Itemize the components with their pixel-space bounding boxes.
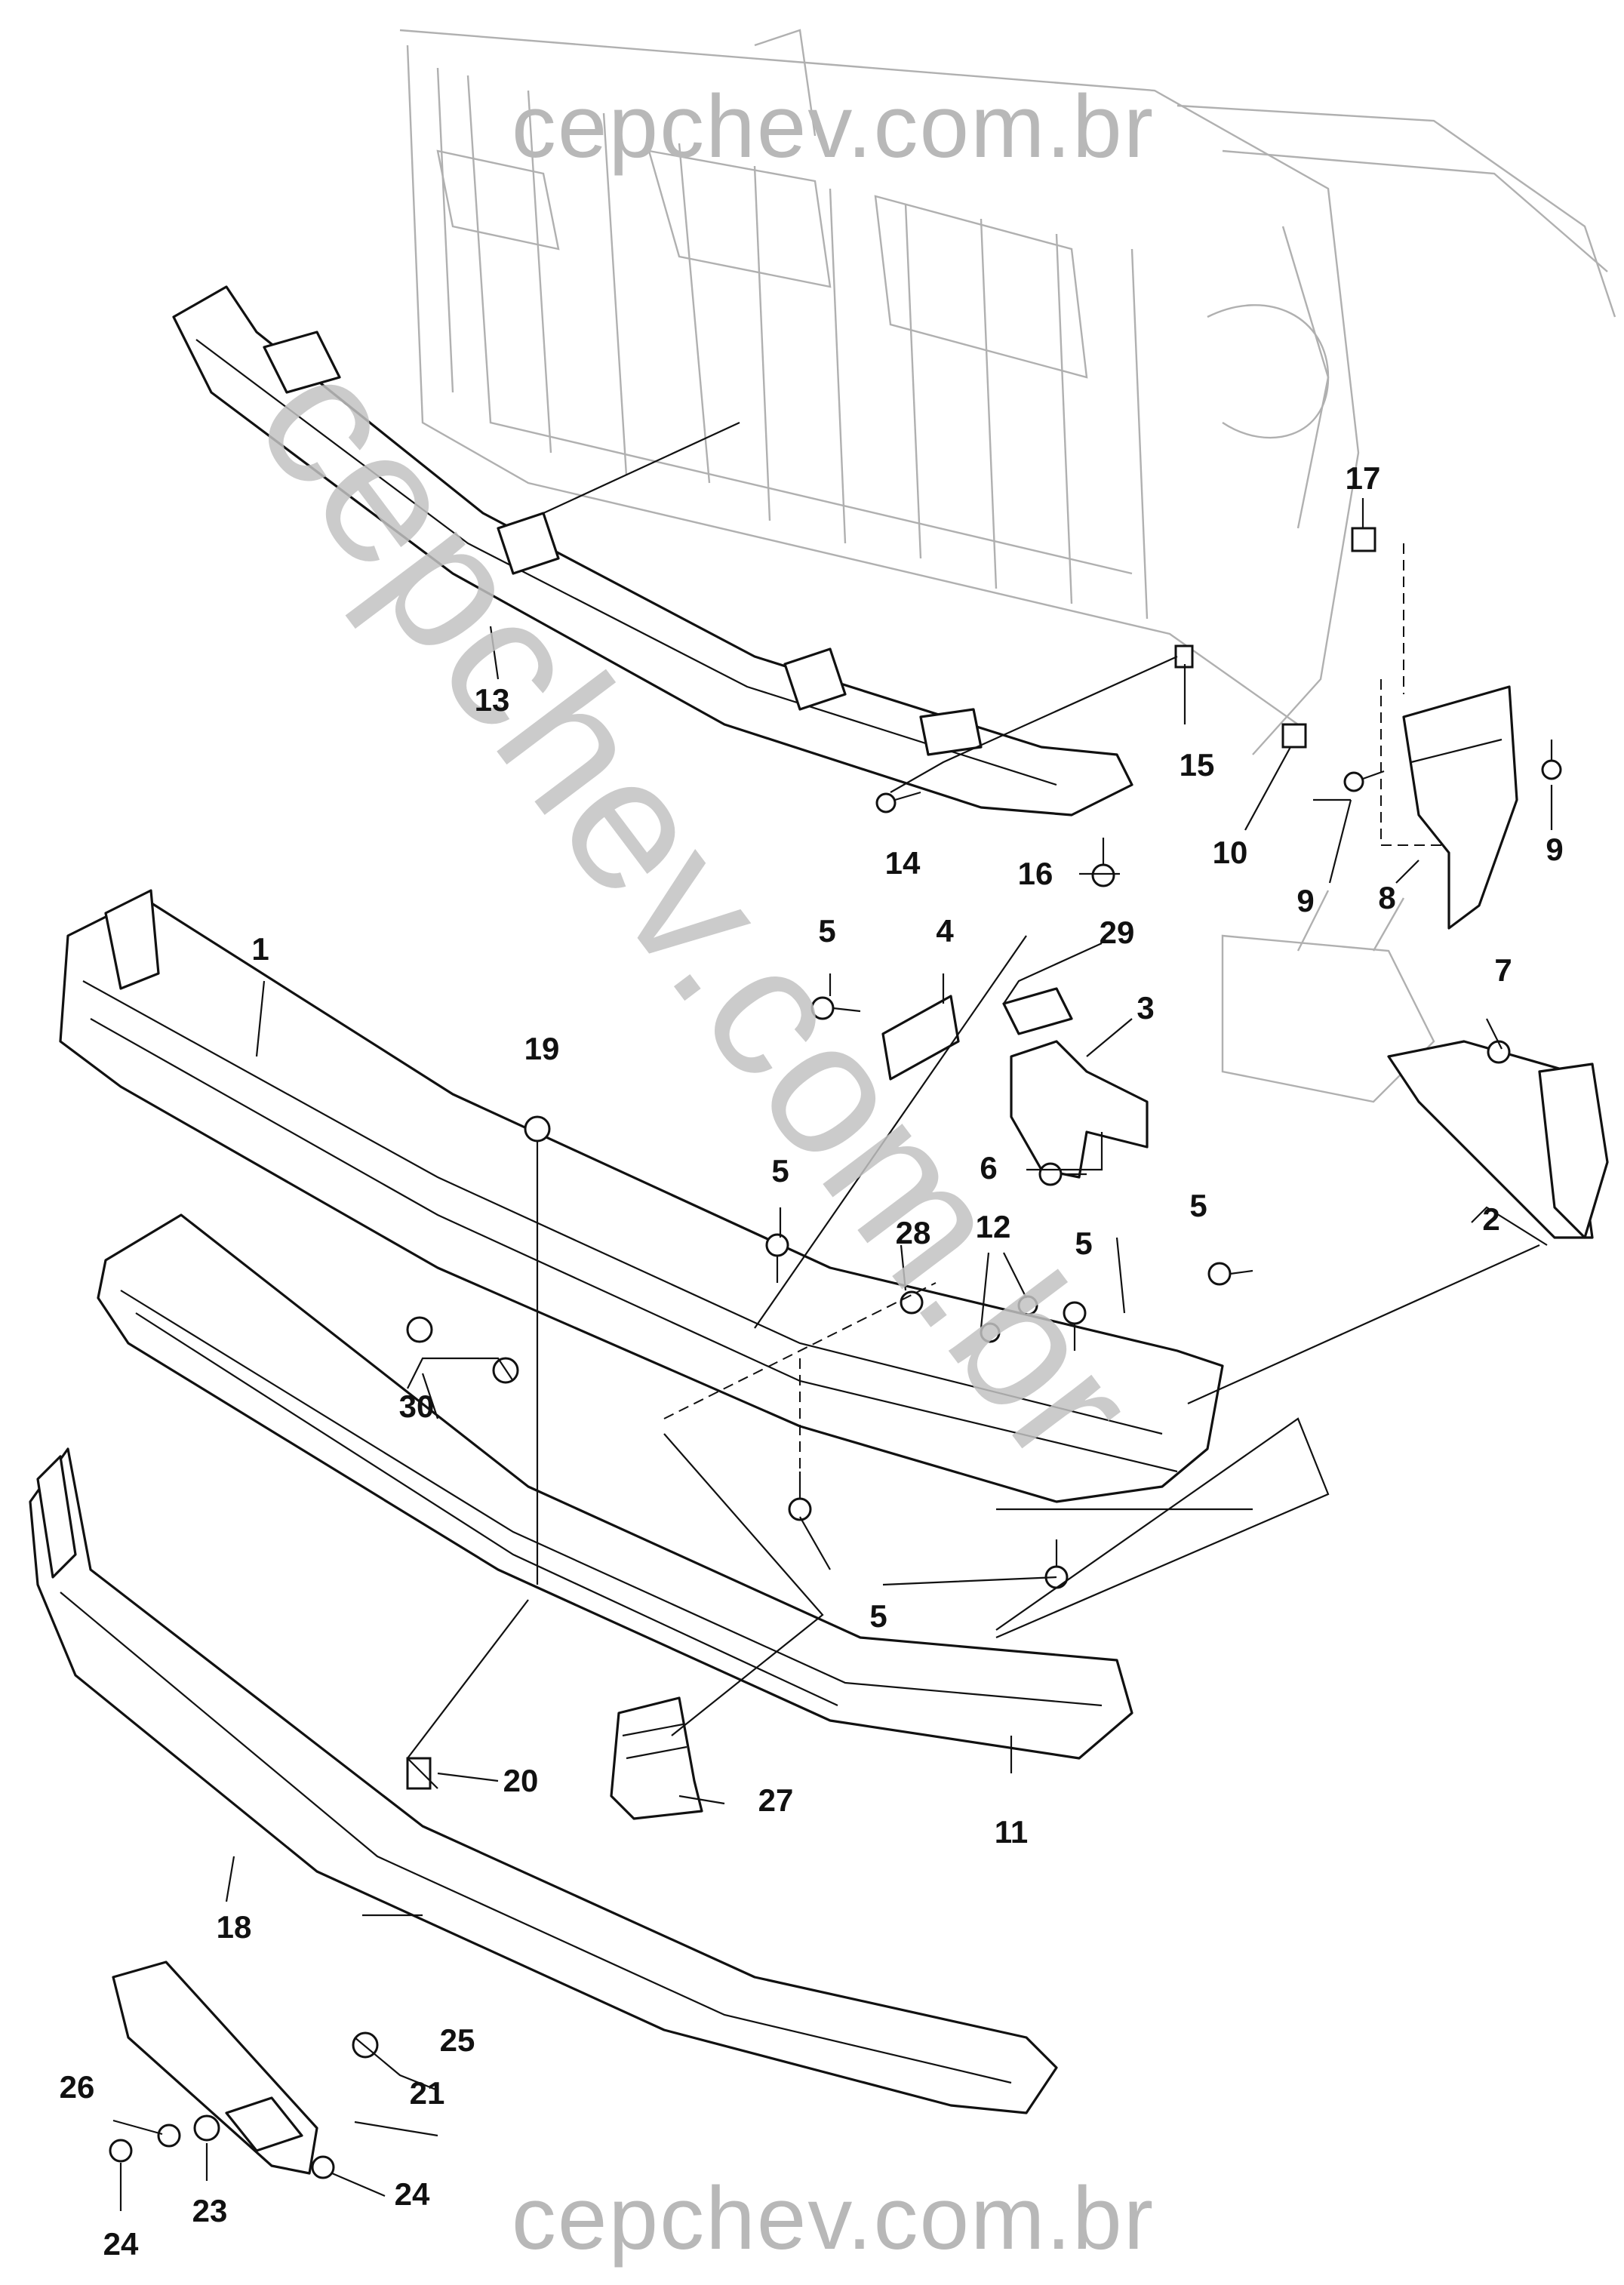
callout-6: 6 xyxy=(980,1150,997,1186)
callout-5b: 5 xyxy=(771,1153,789,1189)
bolt-9a xyxy=(1343,770,1385,792)
fasteners xyxy=(109,527,1562,2179)
callout-11: 11 xyxy=(995,1814,1028,1850)
callout-29: 29 xyxy=(1100,915,1135,950)
bolt-9b xyxy=(1541,740,1562,780)
watermark-top: cepchev.com.br xyxy=(512,77,1155,177)
bolt-5b xyxy=(765,1233,789,1283)
bolt-5c xyxy=(1063,1301,1087,1351)
nut-12b xyxy=(1017,1295,1038,1316)
clip-15 xyxy=(1174,644,1194,669)
radiator-support-ghost xyxy=(399,29,1616,1103)
callout-4: 4 xyxy=(936,913,954,949)
callout-24b: 24 xyxy=(395,2176,430,2212)
air-deflector xyxy=(29,1447,1058,2114)
reinforcement-plate xyxy=(881,995,960,1081)
washer-26 xyxy=(157,2124,181,2148)
nut-10 xyxy=(1281,723,1307,749)
callout-30: 30 xyxy=(399,1389,435,1424)
leader-lines xyxy=(112,422,1553,2211)
callout-5d: 5 xyxy=(1075,1226,1092,1261)
nut-12a xyxy=(980,1322,1001,1343)
callout-15: 15 xyxy=(1180,747,1215,783)
callout-25: 25 xyxy=(440,2022,475,2058)
callout-3: 3 xyxy=(1136,990,1154,1026)
clip-20 xyxy=(406,1757,432,1790)
callout-20: 20 xyxy=(503,1763,539,1798)
screw-24a xyxy=(109,2139,133,2163)
callout-5e: 5 xyxy=(869,1598,887,1634)
side-bracket xyxy=(1402,685,1518,930)
callout-28: 28 xyxy=(896,1215,931,1250)
callout-7: 7 xyxy=(1494,952,1512,988)
end-bracket-right xyxy=(1387,1040,1609,1239)
callout-26: 26 xyxy=(60,2069,95,2105)
mounting-bracket xyxy=(1010,1040,1149,1179)
callout-9a: 9 xyxy=(1296,883,1314,918)
upper-reinforcement-bar xyxy=(172,285,1133,817)
callout-23: 23 xyxy=(192,2193,228,2228)
callout-16: 16 xyxy=(1018,856,1053,891)
callout-18: 18 xyxy=(217,1909,252,1945)
callout-labels: 1 2 3 4 5 5 5 5 5 6 7 8 9 9 10 11 12 13 … xyxy=(60,460,1564,2262)
bolt-16 xyxy=(1091,838,1115,887)
callout-1: 1 xyxy=(251,931,269,967)
rivet-30a xyxy=(406,1316,433,1343)
screw-24b xyxy=(311,2155,335,2179)
impact-strip xyxy=(97,1213,1133,1760)
callout-14: 14 xyxy=(885,845,921,881)
bolt-14 xyxy=(875,791,921,813)
lower-support-bracket xyxy=(112,1961,318,2175)
spacer-clip xyxy=(1002,987,1073,1035)
callout-13: 13 xyxy=(475,682,510,718)
callout-5c: 5 xyxy=(1189,1188,1207,1223)
bolt-5a xyxy=(810,996,861,1020)
callout-21: 21 xyxy=(410,2075,445,2111)
callout-24a: 24 xyxy=(103,2226,139,2262)
bolt-19 xyxy=(524,1115,551,1162)
nut-17 xyxy=(1351,527,1376,552)
bumper-face-bar xyxy=(59,889,1224,1503)
callout-8: 8 xyxy=(1378,880,1395,915)
callout-9b: 9 xyxy=(1546,832,1563,867)
callout-17: 17 xyxy=(1346,460,1381,496)
bolt-5f xyxy=(1044,1539,1069,1589)
callout-27: 27 xyxy=(758,1782,794,1818)
callout-2: 2 xyxy=(1482,1201,1499,1237)
grommet-23 xyxy=(193,2114,220,2142)
callout-12: 12 xyxy=(976,1209,1011,1244)
bumper-pad xyxy=(610,1696,703,1820)
callout-10: 10 xyxy=(1213,835,1248,870)
bolt-5d xyxy=(1207,1262,1253,1286)
callout-5a: 5 xyxy=(818,913,835,949)
watermark-bottom: cepchev.com.br xyxy=(512,2169,1155,2268)
callout-19: 19 xyxy=(524,1031,560,1066)
